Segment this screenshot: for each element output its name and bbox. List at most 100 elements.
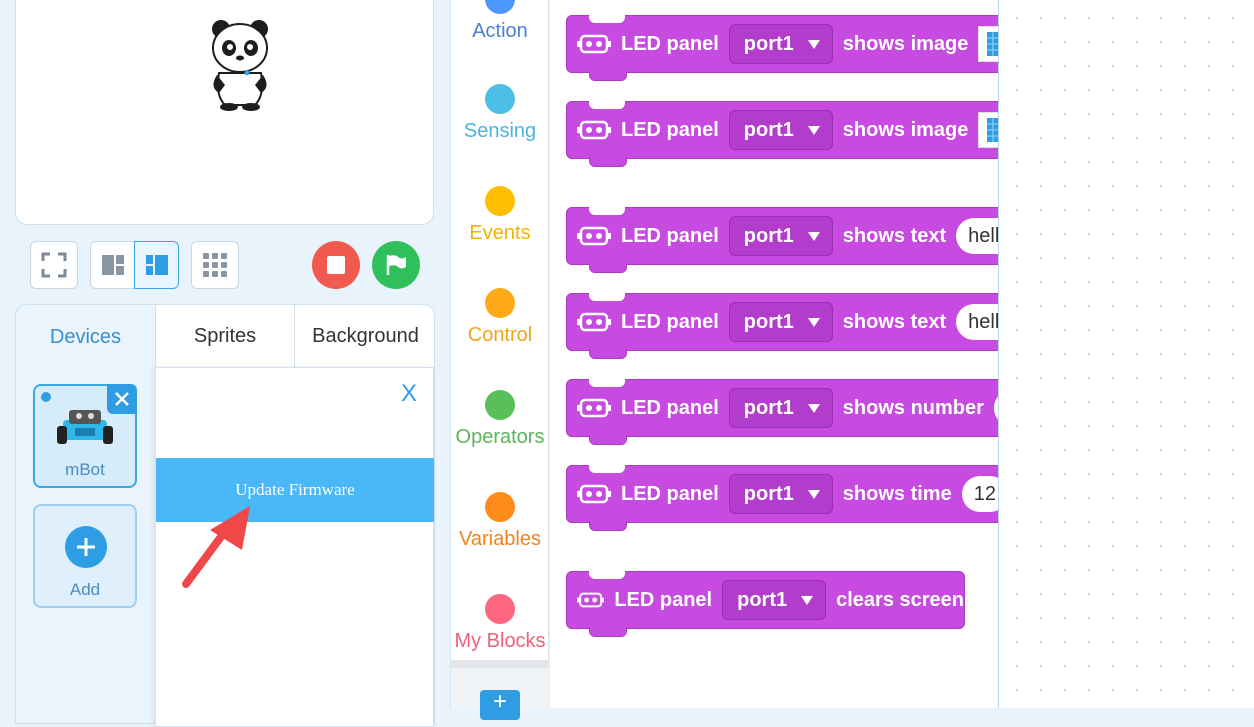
fullscreen-icon — [41, 252, 67, 278]
category-events[interactable]: Events — [451, 186, 549, 245]
device-card-mbot[interactable]: mBot — [33, 384, 137, 488]
block-tab — [589, 349, 627, 359]
text-input[interactable]: hello — [956, 304, 998, 340]
category-dot — [485, 84, 515, 114]
plus-icon — [65, 526, 107, 568]
large-stage-icon — [145, 255, 168, 275]
category-operators[interactable]: Operators — [451, 390, 549, 449]
block-action: shows image — [842, 118, 969, 141]
block-led-shows-image[interactable]: LED panel port1 shows image — [566, 15, 998, 81]
block-label: LED panel — [621, 118, 719, 141]
block-action: shows text — [842, 224, 947, 247]
remove-device-button[interactable] — [107, 384, 137, 414]
dropdown-arrow-icon — [807, 489, 820, 499]
go-button[interactable] — [372, 241, 420, 289]
category-action[interactable]: Action — [451, 0, 549, 43]
block-label: LED panel — [621, 396, 719, 419]
block-led-shows-image[interactable]: LED panel port1 shows image — [566, 101, 998, 167]
block-categories: Action Sensing Events Control Operators … — [450, 0, 549, 720]
add-device-label: Add — [69, 580, 101, 599]
category-label: Events — [469, 222, 531, 244]
block-notch — [589, 293, 625, 301]
port-value: port1 — [743, 32, 794, 55]
stop-icon — [327, 256, 345, 274]
tab-background[interactable]: Background — [294, 305, 434, 369]
extension-area: + — [451, 660, 549, 720]
large-stage-button[interactable] — [134, 241, 179, 289]
small-stage-icon — [102, 255, 124, 275]
tab-devices[interactable]: Devices — [16, 305, 155, 369]
port-dropdown[interactable]: port1 — [728, 474, 833, 514]
menu-close-button[interactable]: X — [400, 380, 417, 407]
led-image-picker[interactable] — [978, 112, 998, 148]
stop-button[interactable] — [312, 241, 360, 289]
category-label: Action — [472, 20, 528, 42]
grid-view-button[interactable] — [191, 241, 239, 289]
block-led-shows-text[interactable]: LED panel port1 shows text hello — [566, 293, 998, 359]
port-dropdown[interactable]: port1 — [728, 302, 833, 342]
block-action: shows time — [842, 482, 952, 505]
block-tab — [589, 71, 627, 81]
led-image-icon — [987, 32, 998, 56]
stage-canvas[interactable] — [15, 0, 434, 225]
category-my-blocks[interactable]: My Blocks — [451, 594, 549, 653]
port-dropdown[interactable]: port1 — [722, 580, 827, 620]
text-input[interactable]: hello — [956, 218, 998, 254]
port-dropdown[interactable]: port1 — [728, 24, 833, 64]
panda-sprite[interactable] — [207, 15, 273, 111]
category-variables[interactable]: Variables — [451, 492, 549, 551]
block-palette: LED panel port1 shows image LED panel po… — [550, 0, 999, 708]
led-panel-icon — [577, 312, 611, 332]
update-firmware-button[interactable]: Update Firmware — [156, 458, 434, 522]
number-input[interactable]: 2 — [993, 390, 998, 426]
add-extension-button[interactable]: + — [480, 690, 520, 720]
port-value: port1 — [743, 310, 794, 333]
block-tab — [589, 435, 627, 445]
dropdown-arrow-icon — [807, 317, 820, 327]
block-label: LED panel — [621, 32, 719, 55]
time-hour-input[interactable]: 12 — [961, 476, 998, 512]
grid-icon — [203, 253, 227, 277]
block-notch — [589, 465, 625, 473]
script-workspace[interactable] — [999, 0, 1254, 708]
port-value: port1 — [737, 588, 788, 611]
category-label: My Blocks — [454, 630, 546, 652]
block-led-shows-text[interactable]: LED panel port1 shows text hello — [566, 207, 998, 273]
dropdown-arrow-icon — [807, 125, 820, 135]
led-panel-icon — [577, 592, 605, 608]
port-dropdown[interactable]: port1 — [728, 110, 833, 150]
port-dropdown[interactable]: port1 — [728, 388, 833, 428]
dropdown-arrow-icon — [807, 231, 820, 241]
dropdown-arrow-icon — [807, 403, 820, 413]
category-dot — [485, 594, 515, 624]
port-value: port1 — [743, 396, 794, 419]
block-led-shows-number[interactable]: LED panel port1 shows number 2 — [566, 379, 998, 445]
block-action: shows image — [842, 32, 969, 55]
category-label: Variables — [459, 528, 541, 550]
block-action: shows number — [842, 396, 984, 419]
tab-sprites[interactable]: Sprites — [155, 305, 294, 369]
led-panel-icon — [577, 120, 611, 140]
close-icon — [115, 392, 129, 406]
port-dropdown[interactable]: port1 — [728, 216, 833, 256]
device-context-menu: X Update Firmware — [155, 367, 434, 727]
block-notch — [589, 207, 625, 215]
block-action: clears screen — [836, 588, 964, 611]
fullscreen-button[interactable] — [30, 241, 78, 289]
category-sensing[interactable]: Sensing — [451, 84, 549, 143]
block-led-shows-time[interactable]: LED panel port1 shows time 12 — [566, 465, 998, 531]
led-image-picker[interactable] — [978, 26, 998, 62]
category-dot — [485, 492, 515, 522]
port-value: port1 — [743, 118, 794, 141]
block-notch — [589, 101, 625, 109]
category-dot — [485, 186, 515, 216]
block-notch — [589, 571, 625, 579]
category-control[interactable]: Control — [451, 288, 549, 347]
block-tab — [589, 157, 627, 167]
add-device-button[interactable]: Add — [33, 504, 137, 608]
small-stage-button[interactable] — [90, 241, 136, 289]
led-panel-icon — [577, 34, 611, 54]
block-led-clears-screen[interactable]: LED panel port1 clears screen — [566, 571, 965, 637]
led-image-icon — [987, 118, 998, 142]
block-label: LED panel — [614, 588, 713, 611]
